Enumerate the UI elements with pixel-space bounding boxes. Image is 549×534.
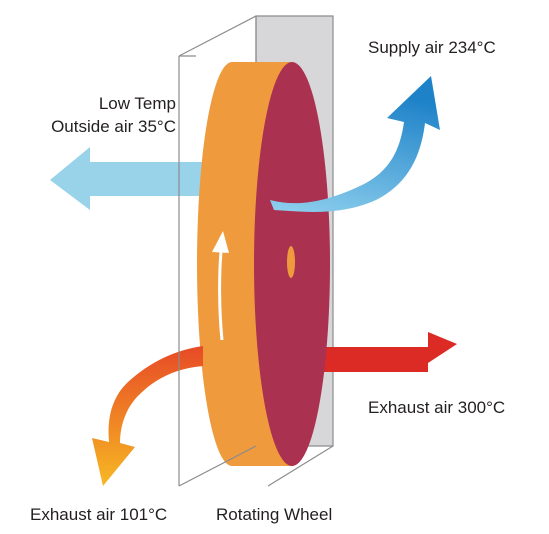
wheel-hub: [287, 246, 295, 278]
rotating-wheel: [197, 62, 330, 466]
supply-air-label: Supply air 234°C: [368, 38, 496, 57]
exhaust-hot-arrow: [282, 332, 457, 372]
rotation-arrow: [218, 251, 224, 341]
outside-air-label: Low Temp Outside air 35°C: [18, 92, 176, 138]
outside-air-arrow: [50, 147, 230, 210]
outside-air-label-line1: Low Temp: [98, 94, 176, 113]
supply-air-arrow: [270, 76, 440, 212]
frame-front-edges: [178, 55, 334, 487]
exhaust-cool-label: Exhaust air 101°C: [30, 505, 168, 524]
rotating-wheel-label: Rotating Wheel: [216, 505, 333, 524]
outside-air-label-line2: Outside air 35°C: [51, 117, 176, 136]
exhaust-hot-label: Exhaust air 300°C: [368, 398, 506, 417]
rotation-arrow-head: [212, 231, 229, 253]
exhaust-cool-arrow: [92, 346, 203, 486]
